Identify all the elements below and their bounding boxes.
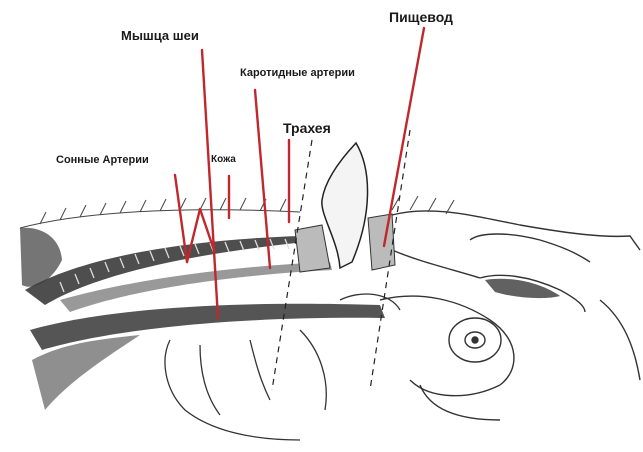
label-esophagus: Пищевод (389, 10, 453, 24)
knife-blade (322, 143, 368, 268)
cut-edge-right (368, 214, 395, 270)
label-sleep-arteries: Сонные Артерии (56, 155, 149, 166)
label-neck-muscle: Мышца шеи (121, 29, 199, 42)
label-skin: Кожа (211, 155, 236, 165)
label-trachea: Трахея (283, 121, 331, 135)
leader-esophagus (384, 28, 424, 246)
label-carotid-arteries: Каротидные артерии (240, 68, 355, 79)
cut-edge-left (295, 225, 330, 272)
head-outline (380, 211, 640, 420)
nasal-cavity-shade (485, 279, 560, 298)
